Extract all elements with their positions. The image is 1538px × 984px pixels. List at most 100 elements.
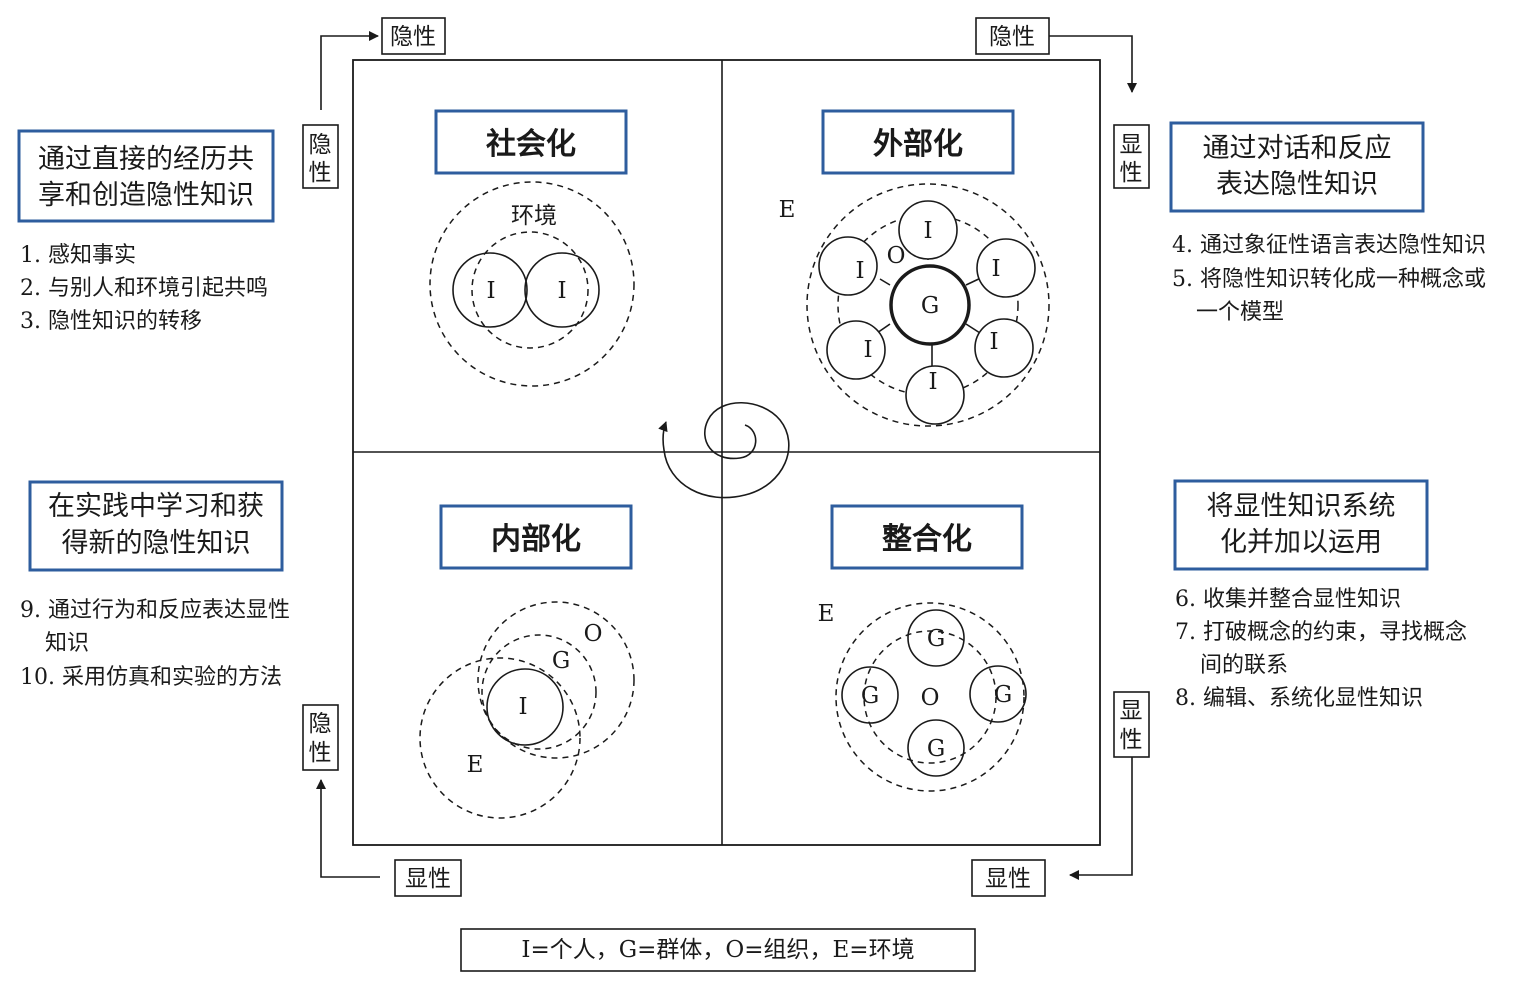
internalization-description: 在实践中学习和获 得新的隐性知识 [28, 480, 284, 572]
group-circle [481, 634, 597, 750]
individual-label-bottom: I [928, 369, 937, 395]
legend-box: I=个人，G=群体，O=组织，E=环境 [460, 928, 976, 972]
internalization-list-item: 9. 通过行为和反应表达显性 [20, 598, 290, 623]
socialization-title: 社会化 [486, 127, 576, 162]
environment-circle [429, 181, 635, 387]
combination-diagram: E O G G G G [818, 601, 1027, 792]
arrow-top-left [320, 31, 379, 110]
externalization-list-item: 一个模型 [1196, 300, 1284, 325]
explicit-label-right-lower-1: 显 [1120, 698, 1143, 724]
shared-space-circle [471, 231, 589, 349]
label-box-tacit-left-upper [302, 124, 339, 189]
socialization-list-item: 1. 感知事实 [20, 243, 136, 268]
individual-circle-top [898, 200, 958, 260]
arrow-bottom-left [316, 779, 380, 878]
organization-label: O [887, 243, 906, 269]
individual-circle [486, 668, 564, 746]
individual-circle-lower-left [826, 320, 886, 380]
environment-label-e: E [779, 197, 796, 223]
externalization-title: 外部化 [873, 127, 963, 162]
label-box-tacit-left-lower [302, 704, 339, 771]
flow-top-right: 隐性 显 性 [975, 17, 1150, 189]
explicit-label-right-lower-2: 性 [1120, 727, 1143, 753]
socialization-diagram: 环境 I I [429, 181, 635, 387]
internalization-diagram: O G I E [419, 601, 635, 819]
group-circle-right [969, 665, 1027, 723]
knowledge-spiral [658, 401, 790, 499]
socialization-description: 通过直接的经历共 享和创造隐性知识 [17, 129, 275, 223]
internalization-list-item: 知识 [45, 631, 89, 656]
main-grid [352, 59, 1101, 846]
group-circle [889, 264, 971, 346]
combination-list-item: 间的联系 [1200, 653, 1288, 678]
arrow-top-right [1049, 35, 1137, 93]
individual-circle-bottom [905, 365, 965, 425]
individual-label-upper-left: I [855, 258, 864, 284]
combination-list: 6. 收集并整合显性知识 7. 打破概念的约束，寻找概念 间的联系 8. 编辑、… [1175, 587, 1467, 711]
socialization-list-item: 3. 隐性知识的转移 [20, 309, 202, 334]
label-box-tacit-top-right [975, 17, 1050, 55]
tacit-label-top-left: 隐性 [390, 24, 436, 50]
externalization-list-item: 5. 将隐性知识转化成一种概念或 [1172, 267, 1486, 292]
label-box-explicit-bottom-left [394, 859, 462, 897]
individual-label-upper-right: I [991, 256, 1000, 282]
externalization-description: 通过对话和反应 表达隐性知识 [1169, 121, 1425, 213]
externalization-diagram: E O G I I I I I I [779, 183, 1050, 427]
internalization-desc-line2: 得新的隐性知识 [62, 528, 251, 559]
combination-desc-line1: 将显性知识系统 [1207, 491, 1396, 522]
externalization-desc-line1: 通过对话和反应 [1203, 133, 1392, 164]
label-box-explicit-right-lower [1113, 691, 1150, 758]
environment-circle [419, 657, 581, 819]
organization-circle [477, 601, 635, 759]
environment-label-e: E [818, 601, 835, 627]
flow-top-left: 隐性 隐 性 [302, 17, 446, 189]
socialization-desc-line1: 通过直接的经历共 [38, 144, 254, 175]
group-circle-bottom [907, 719, 965, 777]
combination-title: 整合化 [882, 522, 972, 557]
individual-circle-upper-left [818, 236, 878, 296]
group-label-left: G [861, 683, 879, 709]
individual-label-right: I [557, 278, 566, 304]
individual-circle-left [452, 252, 528, 328]
organization-label: O [921, 685, 940, 711]
combination-list-item: 8. 编辑、系统化显性知识 [1175, 686, 1423, 711]
individual-circle-right [524, 252, 600, 328]
spoke-upper-left [879, 278, 891, 286]
tacit-label-left-upper-2: 性 [309, 160, 332, 186]
explicit-label-bottom-left: 显性 [405, 866, 451, 892]
individual-circle-lower-right [974, 318, 1034, 378]
individual-label-top: I [923, 218, 932, 244]
combination-desc-line2: 化并加以运用 [1220, 527, 1382, 558]
environment-circle [806, 183, 1050, 427]
socialization-desc-line2: 享和创造隐性知识 [38, 180, 254, 211]
tacit-label-left-upper-1: 隐 [309, 132, 332, 158]
environment-circle [835, 602, 1025, 792]
group-circle-left [841, 666, 899, 724]
externalization-list-item: 4. 通过象征性语言表达隐性知识 [1172, 233, 1486, 258]
combination-list-item: 6. 收集并整合显性知识 [1175, 587, 1401, 612]
group-label-right: G [994, 682, 1012, 708]
group-label: G [921, 293, 939, 319]
combination-list-item: 7. 打破概念的约束，寻找概念 [1175, 620, 1467, 645]
externalization-title-box: 外部化 [821, 109, 1015, 175]
environment-label: E [467, 752, 484, 778]
legend-text: I=个人，G=群体，O=组织，E=环境 [521, 937, 914, 963]
socialization-list: 1. 感知事实 2. 与别人和环境引起共鸣 3. 隐性知识的转移 [20, 243, 268, 334]
internalization-list: 9. 通过行为和反应表达显性 知识 10. 采用仿真和实验的方法 [20, 598, 290, 690]
individual-label-lower-left: I [863, 337, 872, 363]
flow-bottom-right: 显 性 显性 [971, 691, 1150, 897]
individual-label: I [518, 694, 527, 720]
internalization-desc-line1: 在实践中学习和获 [48, 491, 264, 522]
spoke-lower-right [965, 323, 981, 334]
externalization-desc-line2: 表达隐性知识 [1216, 169, 1378, 200]
individual-circle-upper-right [976, 238, 1036, 298]
tacit-label-top-right: 隐性 [989, 24, 1035, 50]
socialization-list-item: 2. 与别人和环境引起共鸣 [20, 276, 268, 301]
internalization-title: 内部化 [491, 522, 581, 557]
combination-title-box: 整合化 [830, 504, 1024, 570]
individual-label-lower-right: I [989, 329, 998, 355]
explicit-label-bottom-right: 显性 [985, 866, 1031, 892]
flow-bottom-left: 隐 性 显性 [302, 704, 462, 897]
group-label-top: G [927, 626, 945, 652]
